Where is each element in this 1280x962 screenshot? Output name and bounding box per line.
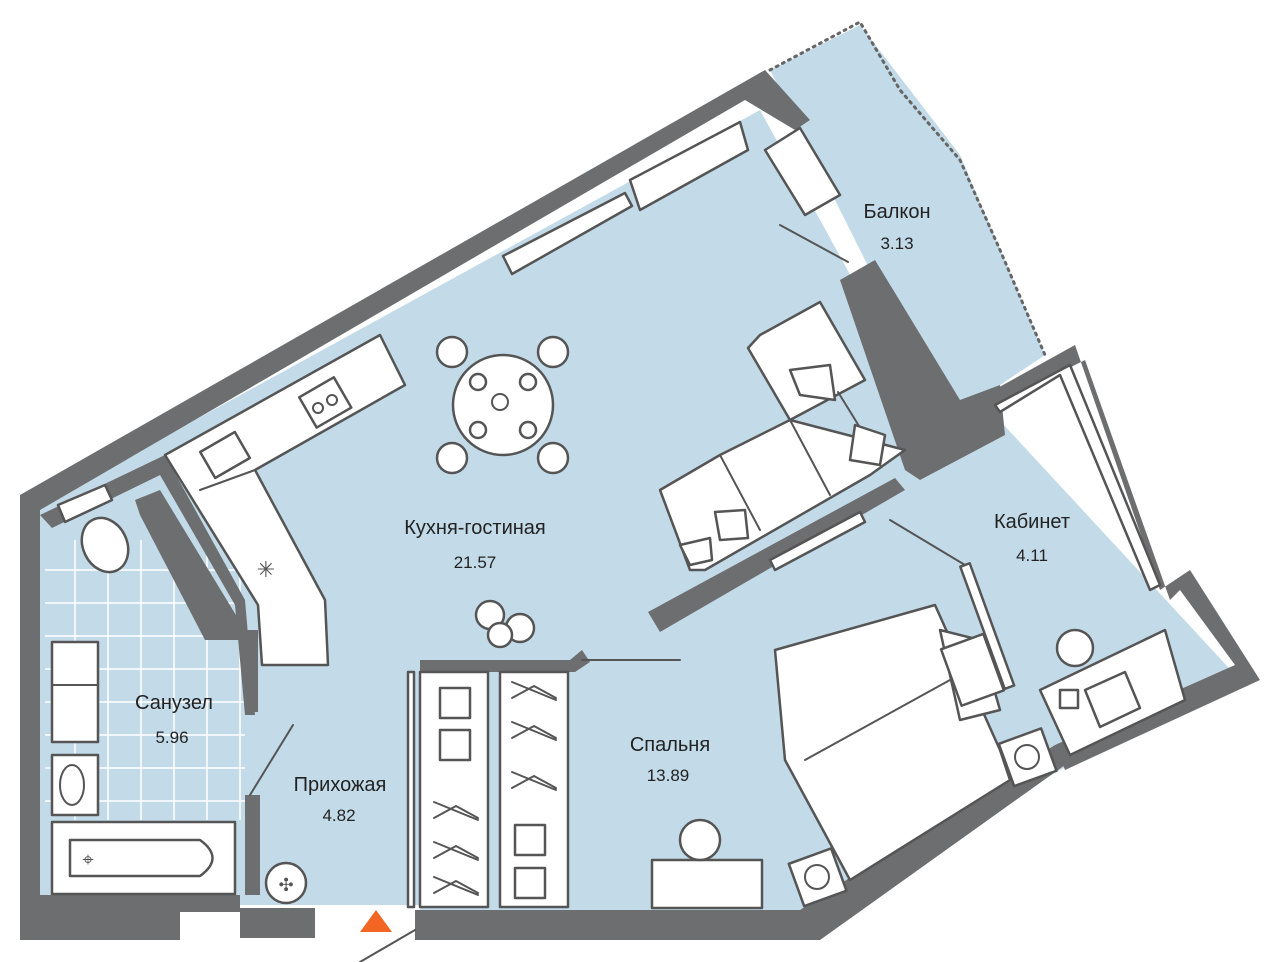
hanger-icon bbox=[511, 681, 557, 701]
balcony-railing bbox=[768, 19, 1047, 357]
room-labels: Кухня-гостиная 21.57 Балкон 3.13 Кабинет… bbox=[135, 201, 1070, 825]
balcony-floor bbox=[770, 25, 1045, 420]
dining-table-icon bbox=[435, 335, 570, 475]
door-study bbox=[889, 519, 966, 566]
room-name-kitchen-living: Кухня-гостиная bbox=[404, 517, 546, 539]
wardrobe-icon bbox=[418, 670, 570, 909]
wall-stub-hall bbox=[240, 908, 315, 938]
dresser-icon bbox=[650, 818, 764, 910]
wall-living-bedroom bbox=[648, 478, 905, 632]
double-bed-icon bbox=[773, 603, 1058, 908]
window-living-2 bbox=[628, 120, 750, 212]
svg-text:✣: ✣ bbox=[278, 875, 293, 895]
outer-wall-south-left bbox=[20, 895, 240, 940]
sink-bathroom-icon bbox=[50, 753, 100, 817]
window-living-1 bbox=[501, 191, 634, 276]
window-bedroom bbox=[768, 510, 867, 572]
room-area-balcony: 3.13 bbox=[880, 234, 913, 253]
cooktop-icon bbox=[297, 376, 353, 429]
room-name-bathroom: Санузел bbox=[135, 692, 213, 714]
room-name-study: Кабинет bbox=[994, 511, 1070, 533]
hanger-icon bbox=[511, 771, 557, 791]
outer-wall-south bbox=[415, 745, 1065, 940]
doors bbox=[249, 224, 1016, 962]
window-balcony bbox=[763, 126, 842, 217]
bathroom-fixtures: ⌖ ✣ bbox=[50, 483, 308, 905]
door-entrance bbox=[359, 929, 416, 962]
hanger-icon bbox=[433, 876, 479, 896]
wall-wardrobe-top bbox=[420, 650, 590, 672]
room-area-hallway: 4.82 bbox=[322, 806, 355, 825]
windows bbox=[501, 120, 1162, 592]
room-name-balcony: Балкон bbox=[863, 201, 930, 223]
door-bedroom-frame bbox=[406, 670, 416, 909]
kitchen-counter: ✳ bbox=[163, 333, 407, 667]
room-area-bedroom: 13.89 bbox=[647, 766, 690, 785]
toilet-tank bbox=[56, 483, 114, 524]
window-study bbox=[993, 363, 1162, 592]
fridge-icon: ✳ bbox=[257, 557, 275, 582]
door-bathroom bbox=[249, 724, 294, 796]
wall-bathroom-hall bbox=[245, 795, 260, 895]
room-area-bathroom: 5.96 bbox=[155, 728, 188, 747]
door-balcony bbox=[779, 224, 849, 263]
outer-wall-east bbox=[985, 345, 1260, 770]
hanger-icon bbox=[511, 721, 557, 741]
floor-drain-icon bbox=[264, 861, 308, 905]
potted-plant-icon bbox=[474, 599, 536, 649]
room-name-hallway: Прихожая bbox=[294, 774, 387, 796]
desk-with-laptop-icon bbox=[1038, 628, 1187, 757]
door-study-frame bbox=[959, 562, 1016, 691]
room-name-bedroom: Спальня bbox=[630, 734, 710, 756]
ac-unit bbox=[997, 727, 1058, 788]
svg-text:⌖: ⌖ bbox=[82, 849, 93, 871]
room-area-study: 4.11 bbox=[1016, 546, 1048, 565]
nightstand-right bbox=[787, 847, 848, 908]
toilet-icon bbox=[80, 516, 130, 574]
hanger-icon bbox=[433, 841, 479, 861]
entrance-icon bbox=[360, 910, 392, 932]
corner-sofa-icon bbox=[658, 300, 907, 572]
sink-icon bbox=[198, 430, 252, 480]
washer bbox=[50, 640, 100, 744]
wall-balcony-divider bbox=[840, 260, 1005, 480]
room-area-kitchen-living: 21.57 bbox=[454, 553, 497, 572]
hanger-icon bbox=[433, 801, 479, 821]
wall-shaft bbox=[120, 455, 255, 715]
nightstand-left bbox=[939, 632, 1006, 707]
wall-corridor bbox=[135, 490, 258, 712]
